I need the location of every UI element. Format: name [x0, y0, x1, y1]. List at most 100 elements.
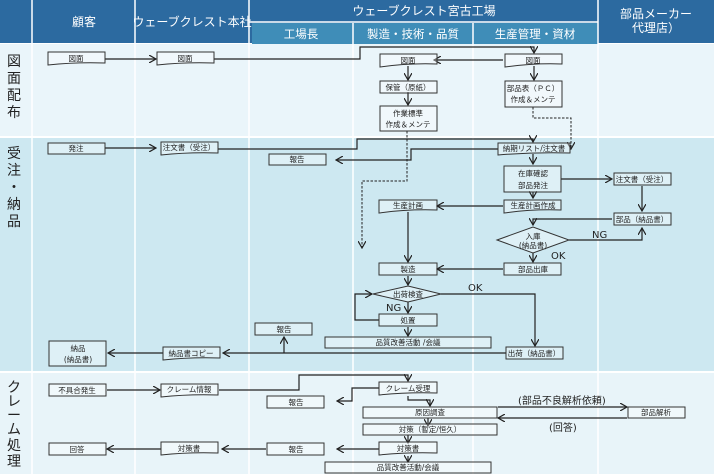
node-label: 図面 — [69, 54, 84, 63]
node-parts-delivery-note[interactable]: 部品（納品書） — [613, 212, 672, 226]
decision-diamond — [372, 285, 442, 303]
node-bom[interactable]: 部品表（ＰＣ） 作成＆メンテ — [504, 80, 563, 108]
node-answer[interactable]: 回答 — [48, 442, 107, 456]
node-label: 不具合発生 — [58, 385, 96, 395]
node-defect[interactable]: 不具合発生 — [48, 383, 107, 397]
process-box — [378, 313, 438, 327]
node-work-standard[interactable]: 作業標準 作成＆メンテ — [379, 105, 438, 132]
node-drawing-customer[interactable]: 図面 — [47, 51, 106, 66]
node-label: 保管（原紙） — [386, 82, 431, 92]
node-parts-analysis[interactable]: 部品解析 — [627, 406, 686, 419]
node-label: 部品（納品書） — [616, 214, 669, 224]
flow-labels: NG OK OK NG (部品不良解析依頼) (回答) — [386, 230, 607, 434]
node-countermeasure-doc-hq[interactable]: 対策書 — [160, 441, 219, 456]
node-label: 部品解析 — [641, 407, 671, 417]
node-delivered[interactable]: 納品 (納品書) — [48, 340, 107, 367]
lane-char: 処 — [7, 438, 21, 454]
node-delivery-list[interactable]: 納期リスト/注文書 — [497, 142, 571, 156]
label-analysis-request: (部品不良解析依頼) — [518, 394, 606, 407]
node-label: 出荷検査 — [393, 289, 423, 299]
document-shape — [156, 51, 215, 66]
node-label: 処置 — [401, 315, 416, 325]
lane-char: 図 — [7, 54, 21, 70]
node-delivery-copy[interactable]: 納品書コピー — [162, 346, 221, 361]
node-manufacture[interactable]: 製造 — [378, 262, 438, 276]
decision-ship-inspection[interactable]: 出荷検査 — [372, 285, 442, 303]
decision-receiving[interactable]: 入庫 (納品書) — [495, 226, 571, 254]
process-box — [613, 212, 672, 226]
process-box — [324, 336, 492, 349]
node-storage[interactable]: 保管（原紙） — [379, 80, 438, 94]
header-hq: ウェーブクレスト本社 — [132, 14, 251, 29]
process-box — [324, 461, 492, 474]
process-box — [48, 340, 107, 367]
header-factory: ウェーブクレスト宮古工場 — [352, 3, 495, 18]
node-stock-check[interactable]: 在庫確認 部品発注 — [503, 165, 562, 193]
node-order-doc-hq[interactable]: 注文書（受注） — [160, 141, 219, 156]
node-label: 発注 — [69, 143, 84, 153]
header: 顧客 ウェーブクレスト本社 ウェーブクレスト宮古工場 部品メーカー 代理店） 工… — [72, 3, 692, 41]
node-order[interactable]: 発注 — [47, 142, 106, 155]
lane-char: ク — [7, 380, 21, 396]
node-production-plan[interactable]: 生産計画 — [378, 199, 438, 214]
node-drawing-mfg[interactable]: 図面 — [379, 53, 438, 68]
node-report-3[interactable]: 報告 — [266, 395, 325, 409]
lane-label-drawing: 図 面 配 布 — [7, 54, 21, 121]
document-shape — [378, 199, 438, 214]
arrow — [407, 396, 430, 406]
node-quality-meeting-1[interactable]: 品質改善活動 /会議 — [324, 336, 492, 349]
node-label: 作成＆メンテ — [511, 94, 556, 104]
process-box — [503, 165, 562, 193]
node-production-plan-make[interactable]: 生産計画作成 — [503, 199, 562, 214]
header-customer: 顧客 — [72, 14, 96, 29]
node-claim-info[interactable]: クレーム情報 — [160, 383, 219, 398]
arrow — [337, 387, 379, 401]
document-shape — [378, 381, 438, 396]
lane-char: レ — [7, 394, 21, 410]
node-label: 注文書（受注） — [616, 174, 669, 184]
lane-char: 布 — [7, 105, 21, 121]
lane-char: 納 — [7, 197, 21, 213]
lane-char: 配 — [7, 88, 21, 104]
lane-char: ー — [7, 408, 21, 424]
node-label: 在庫確認 — [518, 168, 548, 178]
node-quality-meeting-2[interactable]: 品質改善活動/会議 — [324, 461, 492, 474]
node-label: 品質改善活動 /会議 — [376, 337, 441, 347]
node-claim-accept[interactable]: クレーム受理 — [378, 381, 438, 396]
document-shape — [497, 142, 571, 156]
node-label: 報告 — [277, 324, 292, 334]
subheader-plant-manager: 工場長 — [284, 27, 319, 41]
label-ok-receiving: OK — [551, 251, 566, 262]
node-countermeasure[interactable]: 対策（暫定/恒久） — [362, 423, 498, 436]
lane-char: 注 — [7, 163, 21, 179]
node-parts-issue[interactable]: 部品出庫 — [503, 262, 562, 276]
node-label: 報告 — [289, 444, 304, 454]
node-report-4[interactable]: 報告 — [266, 442, 325, 456]
node-report-1[interactable]: 報告 — [268, 153, 327, 166]
node-label: 作業標準 — [393, 108, 423, 118]
document-shape — [160, 141, 219, 156]
node-label: 回答 — [70, 444, 85, 454]
node-order-doc-supplier[interactable]: 注文書（受注） — [613, 172, 672, 186]
arrow — [441, 293, 535, 346]
lane-char: ・ — [7, 180, 21, 196]
connectors — [105, 47, 642, 462]
node-label: 納期リスト/注文書 — [503, 143, 566, 153]
node-root-cause[interactable]: 原因調査 — [362, 406, 498, 419]
lane-char: 受 — [7, 146, 21, 162]
document-shape — [160, 441, 219, 456]
node-report-2[interactable]: 報告 — [254, 322, 313, 336]
node-label: (納品書) — [519, 240, 547, 250]
process-box — [268, 153, 327, 166]
node-drawing-hq[interactable]: 図面 — [156, 51, 215, 66]
node-shipment[interactable]: 出荷（納品書） — [505, 346, 564, 360]
label-reply: (回答) — [549, 421, 577, 434]
process-box — [504, 80, 563, 108]
process-box — [362, 406, 498, 419]
lane-labels: 図 面 配 布 受 注 ・ 納 品 ク レ ー ム 処 理 — [7, 54, 21, 470]
node-drawing-prod[interactable]: 図面 — [504, 53, 563, 68]
node-disposal[interactable]: 処置 — [378, 313, 438, 327]
document-shape — [47, 51, 106, 66]
node-countermeasure-doc-factory[interactable]: 対策書 — [378, 441, 438, 456]
dashed-arrow — [532, 107, 571, 149]
